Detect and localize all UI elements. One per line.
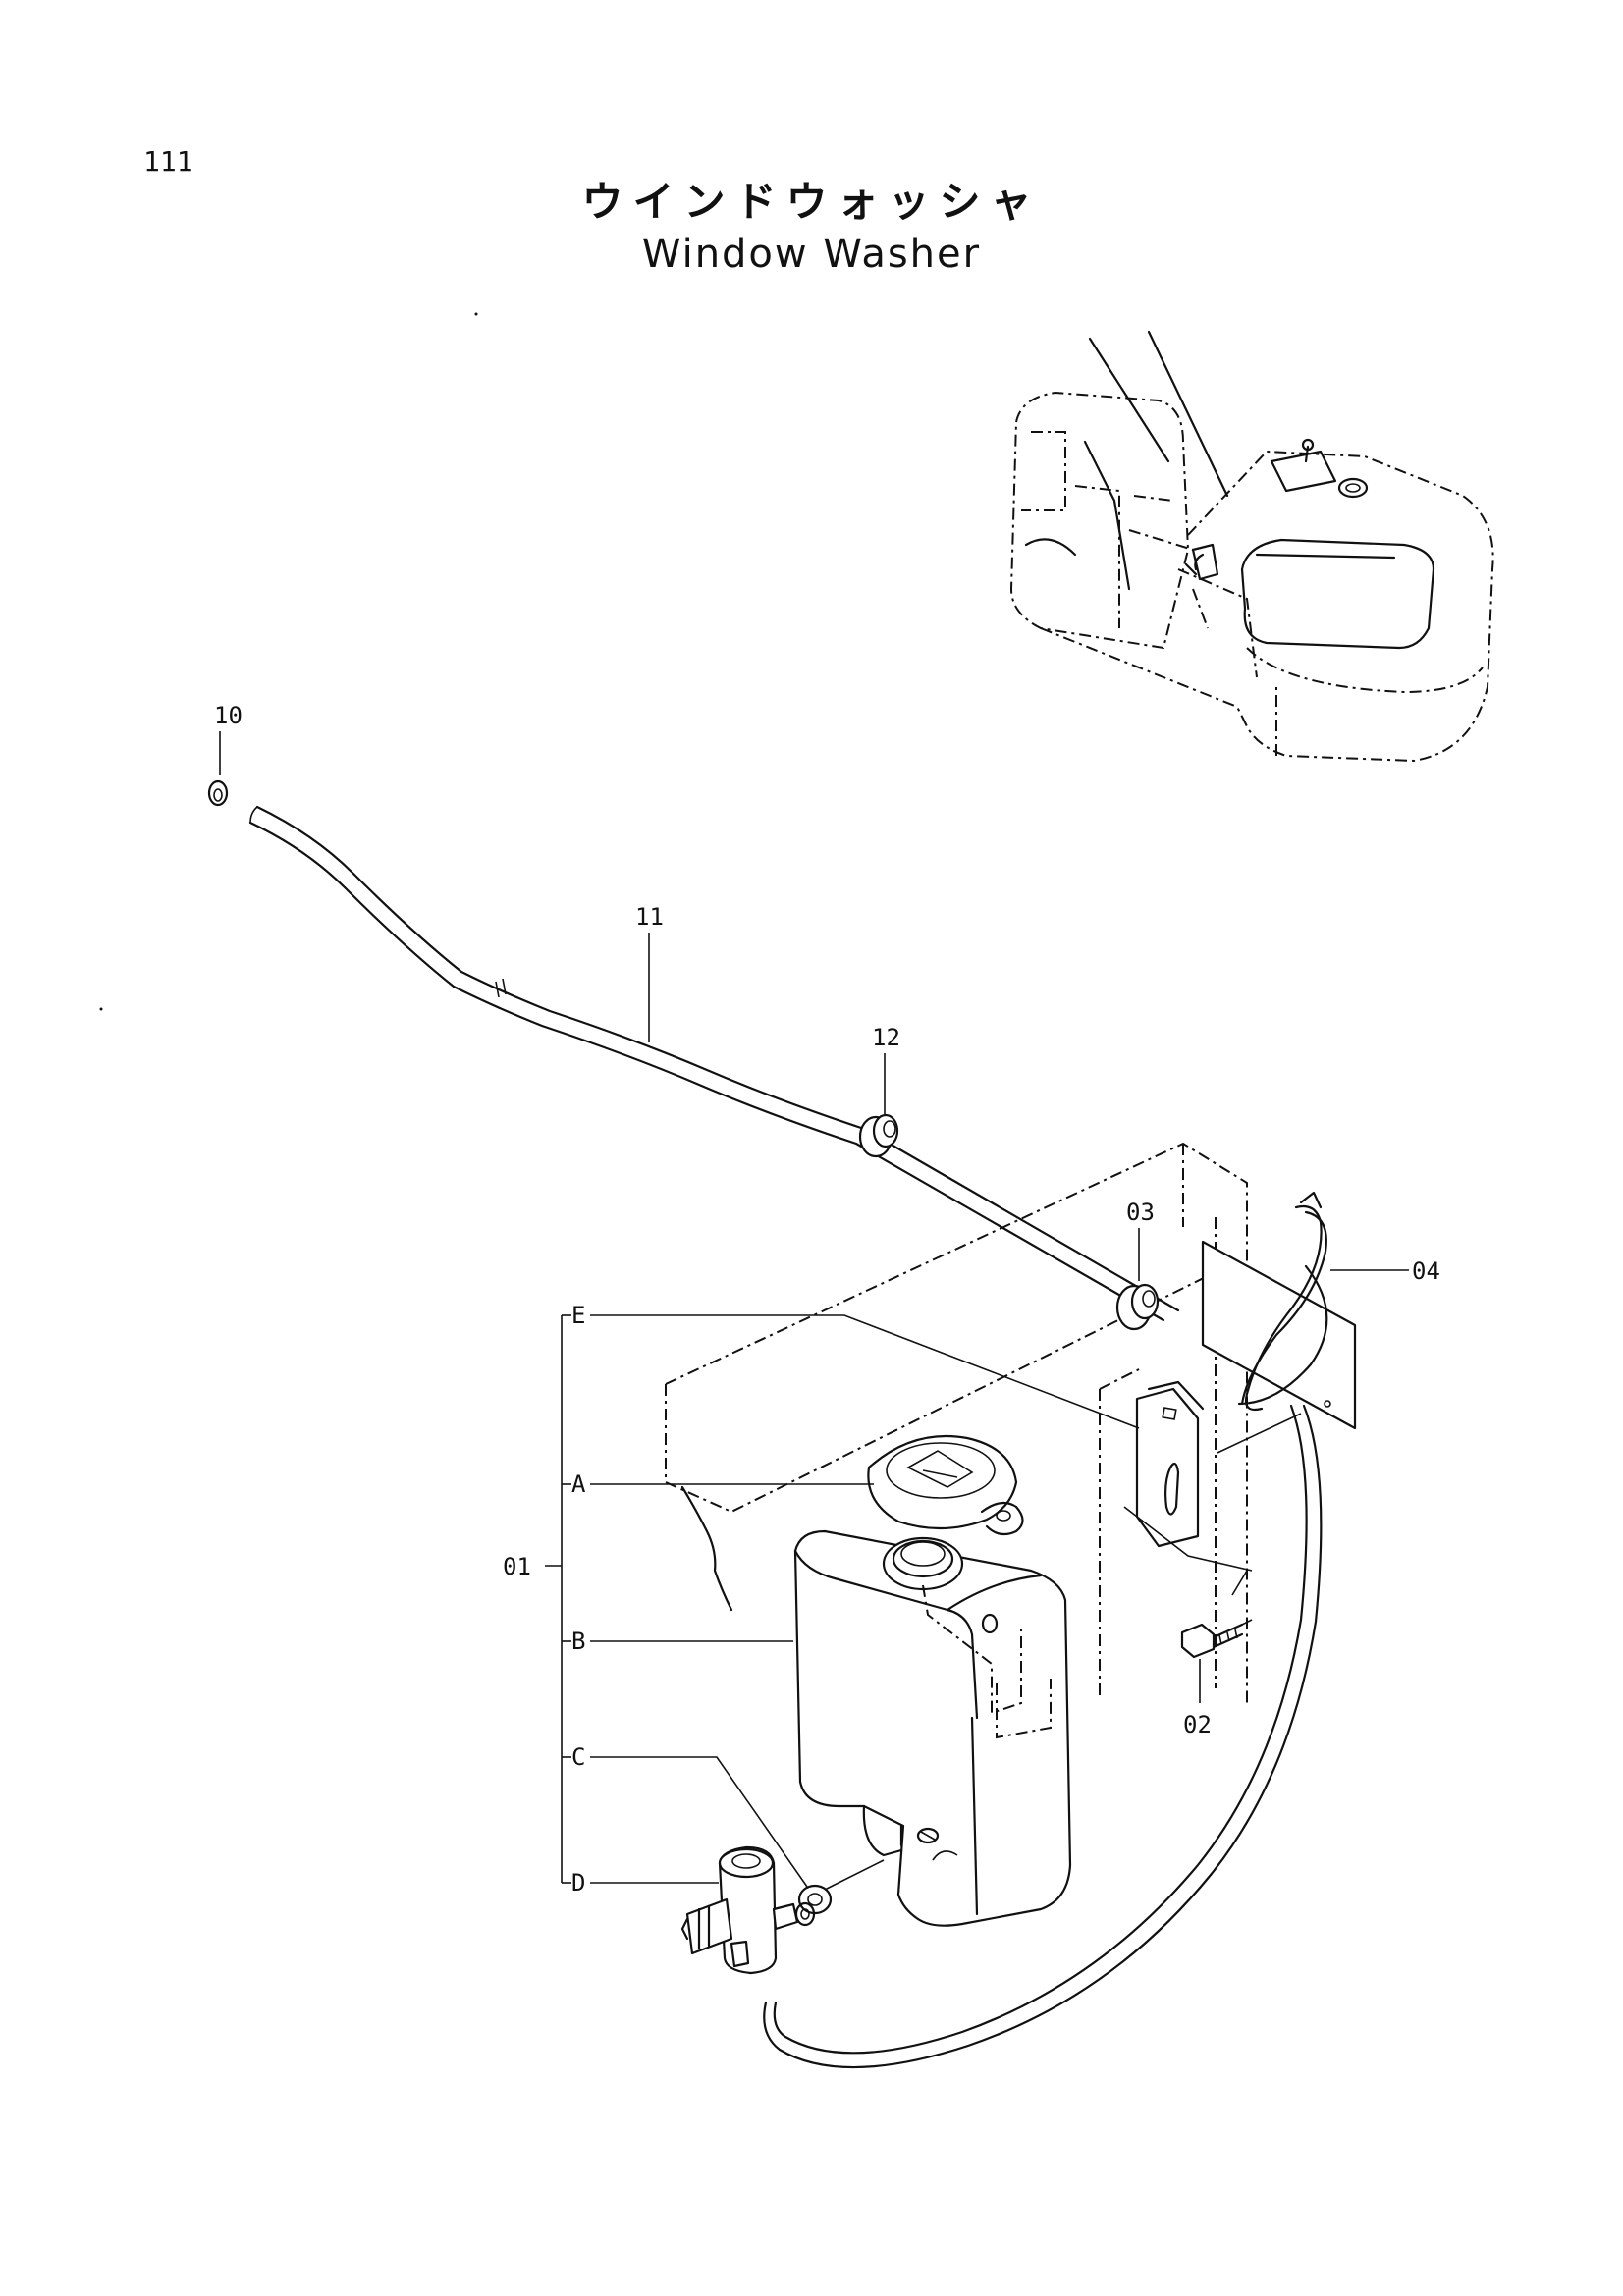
mounting-bracket xyxy=(665,1142,1248,1703)
callout-sub-a: A xyxy=(571,1470,586,1498)
callout-sub-e: E xyxy=(571,1302,585,1329)
tank-outlet-hose xyxy=(763,1404,1323,2069)
callout-01: 01 xyxy=(503,1553,531,1580)
callout-sub-b: B xyxy=(571,1628,585,1655)
callout-04: 04 xyxy=(1412,1257,1440,1285)
callout-sub-c: C xyxy=(571,1743,585,1771)
title-english: Window Washer xyxy=(641,232,982,277)
part-02-bolt: 02 xyxy=(1180,1619,1253,1738)
callout-03: 03 xyxy=(1126,1199,1155,1226)
machine-overview-illustration xyxy=(1009,330,1494,763)
callout-11: 11 xyxy=(635,903,664,931)
part-11-washer-hose: 11 xyxy=(248,805,1180,1322)
part-12-grommet: 12 xyxy=(858,1024,900,1158)
callout-12: 12 xyxy=(872,1024,900,1051)
title-japanese: ウインドウォッシャ xyxy=(581,178,1042,226)
sub-part-a-tank-cap xyxy=(867,1434,1024,1536)
sub-part-b-washer-tank xyxy=(793,1529,1072,1927)
part-04-clamp: 04 xyxy=(1201,1191,1440,1454)
callout-sub-d: D xyxy=(571,1869,585,1896)
callout-10: 10 xyxy=(214,702,243,729)
sub-part-d-washer-pump xyxy=(680,1845,816,1975)
part-01-assembly-bracket: 01 E A B C D xyxy=(503,1302,1140,1896)
part-03-grommet: 03 xyxy=(1115,1199,1160,1331)
callout-02: 02 xyxy=(1183,1711,1212,1738)
sub-part-c-seal xyxy=(797,1859,885,1915)
part-10-washer-nozzle: 10 xyxy=(207,702,243,807)
sub-part-e-tank-bracket xyxy=(1123,1380,1253,1596)
page-number: 111 xyxy=(143,145,193,178)
